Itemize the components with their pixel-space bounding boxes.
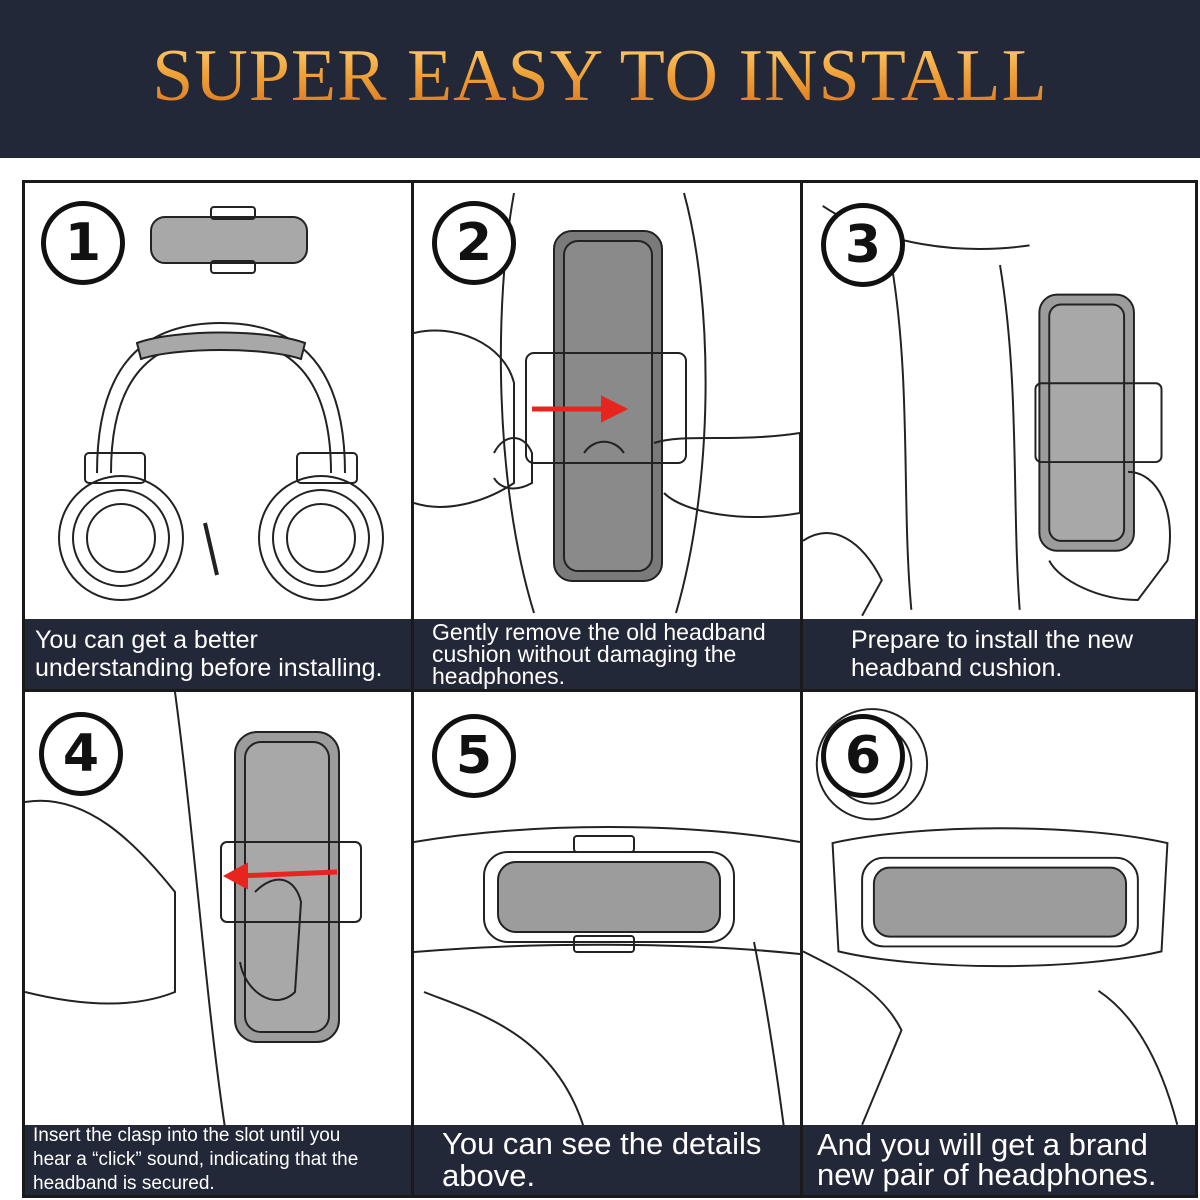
step-5-caption: You can see the details above. <box>414 1125 800 1195</box>
step-1-panel: 1 You can get a better understanding bef… <box>25 183 411 689</box>
banner-title: SUPER EASY TO INSTALL <box>152 35 1048 117</box>
step-3-number-badge: 3 <box>821 203 905 287</box>
step-3-caption-text: Prepare to install the new headband cush… <box>851 626 1134 682</box>
step-1-caption: You can get a better understanding befor… <box>25 619 411 689</box>
step-3-caption: Prepare to install the new headband cush… <box>803 619 1195 689</box>
step-4-caption: Insert the clasp into the slot until you… <box>25 1125 411 1195</box>
installed-detail-illustration <box>414 826 800 1128</box>
step-6-number-badge: 6 <box>821 714 905 798</box>
step-6-panel: 6 And you will get a brand new pair of h… <box>803 692 1195 1195</box>
prepare-cushion-illustration <box>803 205 1171 617</box>
step-2-caption: Gently remove the old headband cushion w… <box>414 619 800 689</box>
finished-headphones-illustration <box>803 708 1179 1126</box>
step-5-panel: 5 You can see the details above. <box>414 692 800 1195</box>
step-6-caption: And you will get a brand new pair of hea… <box>803 1125 1195 1195</box>
header-banner: SUPER EASY TO INSTALL <box>0 0 1200 158</box>
step-1-caption-text: You can get a better understanding befor… <box>35 626 383 682</box>
step-3-panel: 3 Prepare to install the new headband cu… <box>803 183 1195 689</box>
step-6-caption-text: And you will get a brand new pair of hea… <box>817 1127 1157 1192</box>
step-4-panel: 4 Insert the clasp into the slot until y… <box>25 692 411 1195</box>
step-2-panel: 2 Gently remove the old headband cushion… <box>414 183 800 689</box>
step-5-caption-text: You can see the details above. <box>442 1126 762 1193</box>
headphones-overview-illustration <box>58 206 384 601</box>
step-4-number-badge: 4 <box>39 712 123 796</box>
step-5-number-badge: 5 <box>432 714 516 798</box>
step-2-number-badge: 2 <box>432 201 516 285</box>
step-4-caption-text: Insert the clasp into the slot until you… <box>33 1125 359 1194</box>
insert-clasp-illustration <box>25 692 362 1128</box>
step-1-number-badge: 1 <box>41 201 125 285</box>
step-2-caption-text: Gently remove the old headband cushion w… <box>432 619 766 689</box>
steps-grid: 1 You can get a better understanding bef… <box>22 180 1198 1198</box>
remove-cushion-illustration <box>414 192 800 614</box>
